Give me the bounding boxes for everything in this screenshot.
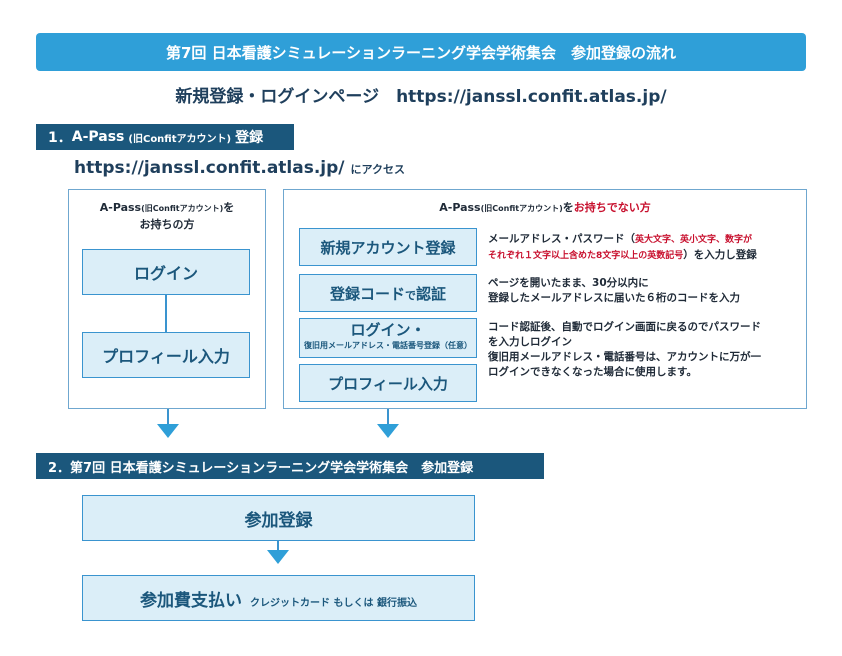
registration-label: 参加登録	[244, 510, 313, 531]
arrow-stem-left	[167, 409, 169, 425]
step2-bar: 2．第7回 日本看護シミュレーションラーニング学会学術集会 参加登録	[36, 453, 544, 479]
step1-label-end: 登録	[235, 130, 264, 146]
down-arrow-icon	[377, 424, 399, 438]
desc3-line4: ログインできなくなった場合に使用します。	[488, 366, 697, 378]
profile-box-left-label: プロフィール入力	[102, 347, 230, 366]
profile-box-left[interactable]: プロフィール入力	[82, 332, 250, 378]
desc2-line1: ページを開いたまま、30分以内に	[488, 277, 649, 289]
login-box[interactable]: ログイン	[82, 249, 250, 295]
heading-holders: お持ちの方	[139, 218, 195, 231]
profile-box-right-label: プロフィール入力	[328, 374, 448, 393]
heading-apass: A-Pass	[439, 201, 481, 214]
new-account-description: メールアドレス・パスワード（英大文字、英小文字、数字が それぞれ１文字以上含めた…	[488, 232, 798, 264]
page-title: 第7回 日本看護シミュレーションラーニング学会学術集会 参加登録の流れ	[165, 43, 677, 62]
access-url[interactable]: https://janssl.confit.atlas.jp/	[74, 158, 345, 178]
existing-account-heading: A-Pass(旧Confitアカウント)を お持ちの方	[69, 200, 265, 233]
arrow-stem-center	[277, 541, 279, 551]
step1-bar: 1． A-Pass (旧Confitアカウント) 登録	[36, 124, 294, 150]
new-account-box[interactable]: 新規アカウント登録	[299, 228, 477, 266]
profile-box-right[interactable]: プロフィール入力	[299, 364, 477, 402]
desc3-line1: コード認証後、自動でログイン画面に戻るのでパスワード	[488, 321, 761, 333]
connector-line	[165, 295, 167, 332]
step1-label: A-Pass	[71, 129, 125, 145]
heading-particle: を	[223, 201, 235, 214]
new-account-label: 新規アカウント登録	[320, 238, 456, 257]
down-arrow-icon	[157, 424, 179, 438]
verify-code-a: 登録コード	[329, 284, 405, 303]
desc1-a: メールアドレス・パスワード（	[488, 233, 635, 245]
desc1-d: ）を入力し登録	[683, 249, 757, 261]
access-suffix: にアクセス	[350, 163, 405, 176]
login-box-label: ログイン	[133, 264, 198, 283]
payment-label-row: 参加費支払いクレジットカード もしくは 銀行振込	[140, 586, 417, 611]
login-description: コード認証後、自動でログイン画面に戻るのでパスワード を入力しログイン 復旧用メ…	[488, 320, 803, 380]
verify-description: ページを開いたまま、30分以内に 登録したメールアドレスに届いた６桁のコードを入…	[488, 276, 798, 306]
arrow-stem-right	[387, 409, 389, 425]
access-line: https://janssl.confit.atlas.jp/にアクセス	[74, 158, 405, 178]
desc2-line2: 登録したメールアドレスに届いた６桁のコードを入力	[488, 292, 740, 304]
verify-code-b: で	[405, 288, 416, 302]
down-arrow-icon	[267, 550, 289, 564]
desc1-c: それぞれ１文字以上含めた8文字以上の英数記号	[488, 251, 684, 261]
step2-label: 2．第7回 日本看護シミュレーションラーニング学会学術集会 参加登録	[48, 460, 474, 476]
login-register-sub: 復旧用メールアドレス・電話番号登録（任意）	[304, 341, 472, 350]
new-account-heading: A-Pass(旧Confitアカウント)をお持ちでない方	[284, 200, 806, 217]
login-page-subtitle: 新規登録・ログインページ https://janssl.confit.atlas…	[175, 87, 667, 107]
heading-non-holders: お持ちでない方	[573, 201, 651, 214]
desc1-b: 英大文字、英小文字、数字が	[635, 235, 753, 245]
payment-box[interactable]: 参加費支払いクレジットカード もしくは 銀行振込	[82, 575, 475, 621]
desc3-line3: 復旧用メールアドレス・電話番号は、アカウントに万が一	[488, 351, 761, 363]
verify-code-c: 認証	[416, 284, 447, 303]
desc3-line2: を入力しログイン	[488, 336, 572, 348]
heading-particle: を	[562, 201, 574, 214]
heading-apass-note: (旧Confitアカウント)	[141, 204, 224, 213]
verify-code-box[interactable]: 登録コードで認証	[299, 274, 477, 312]
login-register-label: ログイン・	[350, 321, 426, 339]
payment-label: 参加費支払い	[140, 590, 243, 611]
heading-apass-note: (旧Confitアカウント)	[480, 204, 563, 213]
login-register-box[interactable]: ログイン・ 復旧用メールアドレス・電話番号登録（任意）	[299, 318, 477, 358]
step1-label-small: (旧Confitアカウント)	[128, 133, 232, 145]
registration-box[interactable]: 参加登録	[82, 495, 475, 541]
payment-method: クレジットカード もしくは 銀行振込	[250, 597, 417, 609]
step1-number: 1．	[48, 130, 72, 146]
heading-apass: A-Pass	[99, 201, 142, 214]
title-banner: 第7回 日本看護シミュレーションラーニング学会学術集会 参加登録の流れ	[36, 33, 806, 71]
verify-code-label: 登録コードで認証	[330, 283, 446, 304]
